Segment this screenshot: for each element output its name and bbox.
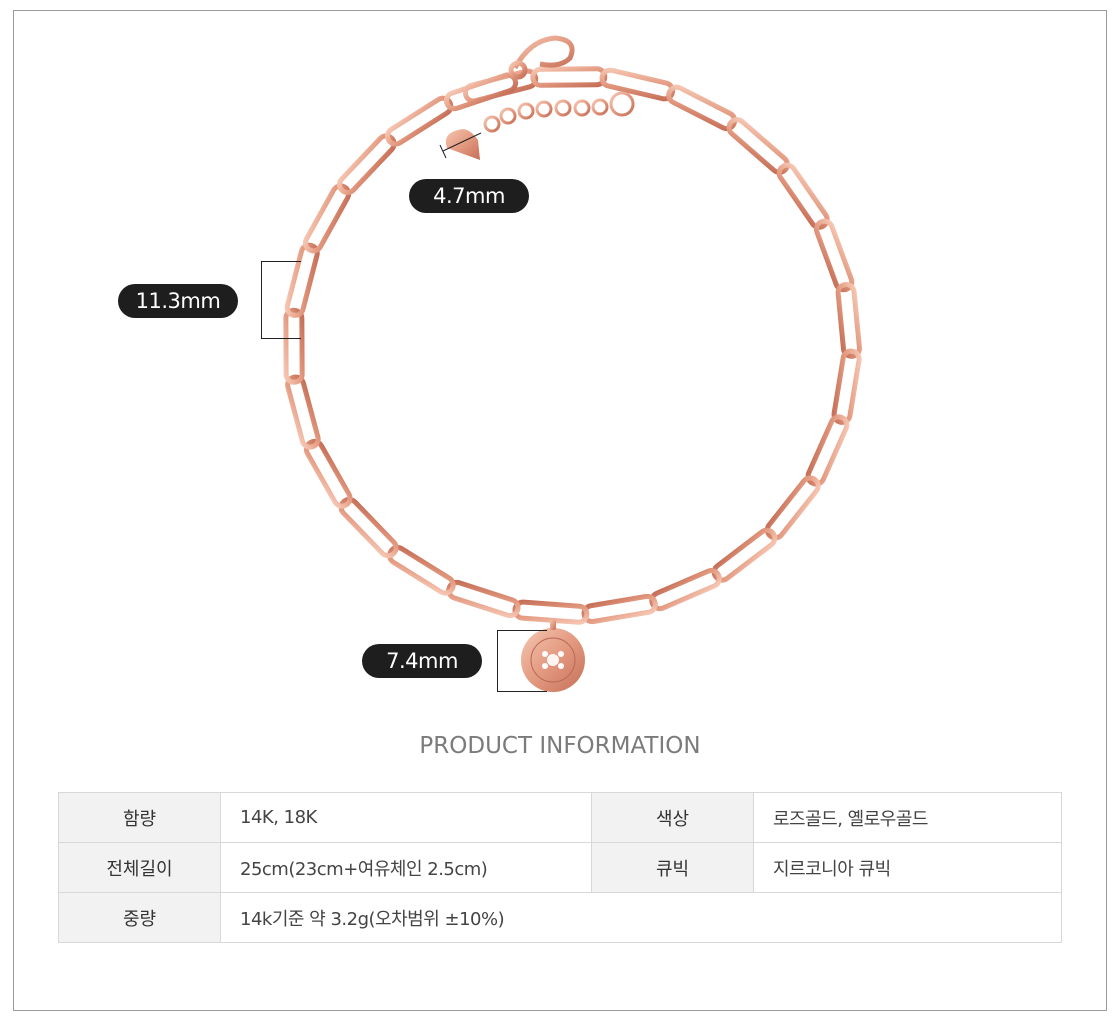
chain-link — [530, 66, 608, 88]
chain-link — [285, 374, 321, 450]
chain-link — [776, 162, 830, 230]
chain-link — [649, 568, 722, 612]
extender-chain — [483, 91, 635, 133]
chain-link — [387, 545, 456, 596]
chain-link — [302, 183, 352, 254]
chain-link — [443, 72, 519, 112]
lobster-clasp — [508, 35, 575, 80]
pendant-size-label: 7.4mm — [362, 644, 482, 678]
link-dimension-bracket — [261, 261, 301, 339]
table-row: 중량 14k기준 약 3.2g(오차범위 ±10%) — [58, 892, 1062, 943]
spec-value: 지르코니아 큐빅 — [753, 842, 1062, 893]
link-size-label: 11.3mm — [118, 284, 238, 318]
chain-link — [599, 67, 676, 102]
spec-value: 25cm(23cm+여유체인 2.5cm) — [220, 842, 592, 893]
chain-link — [385, 95, 454, 147]
page-frame — [13, 10, 1107, 1011]
table-row: 함량 14K, 18K 색상 로즈골드, 옐로우골드 — [58, 792, 1062, 843]
chain-link — [666, 84, 738, 132]
chain-link — [726, 117, 790, 175]
spec-value: 14k기준 약 3.2g(오차범위 ±10%) — [220, 892, 1062, 943]
pendant-dimension-bracket — [497, 630, 547, 692]
spec-value: 로즈골드, 옐로우골드 — [753, 792, 1062, 843]
chain-link — [284, 242, 320, 318]
spec-key: 중량 — [58, 892, 221, 943]
chain-link — [711, 527, 778, 583]
table-row: 전체길이 25cm(23cm+여유체인 2.5cm) 큐빅 지르코니아 큐빅 — [58, 842, 1062, 893]
heart-charm — [445, 129, 480, 160]
chain-link — [338, 496, 399, 559]
spec-table: 함량 14K, 18K 색상 로즈골드, 옐로우골드 전체길이 25cm(23c… — [58, 792, 1062, 943]
paperclip-chain — [283, 66, 862, 625]
chain-link — [337, 133, 397, 196]
chain-link — [764, 475, 821, 541]
section-title: PRODUCT INFORMATION — [419, 733, 701, 759]
spec-key: 큐빅 — [591, 842, 754, 893]
chain-link — [512, 599, 590, 625]
chain-link — [831, 348, 862, 425]
chain-link — [446, 579, 521, 619]
spec-key: 함량 — [58, 792, 221, 843]
chain-link — [581, 593, 658, 625]
chain-link — [283, 307, 305, 385]
heart-size-label: 4.7mm — [409, 179, 529, 213]
spec-key: 색상 — [591, 792, 754, 843]
round-pendant — [521, 620, 585, 692]
spec-key: 전체길이 — [58, 842, 221, 893]
chain-link — [813, 218, 855, 293]
chain-link — [805, 414, 850, 487]
chain-link — [835, 282, 862, 359]
bracelet-product-image — [283, 35, 862, 692]
chain-link — [303, 438, 353, 509]
spec-value: 14K, 18K — [220, 792, 592, 843]
